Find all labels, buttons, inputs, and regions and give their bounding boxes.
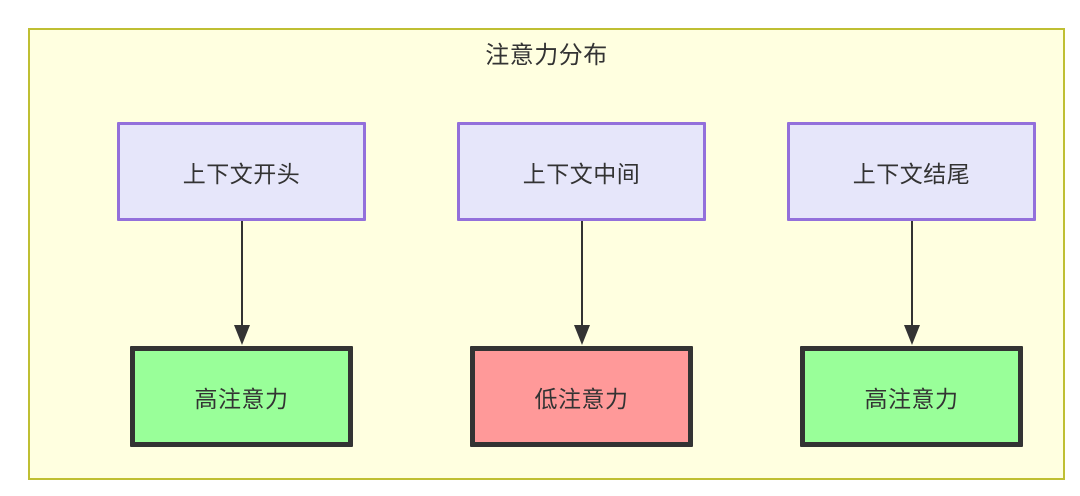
edge-end-to-high-attention [904,221,920,345]
subgraph-container: 注意力分布 上下文开头 上下文中间 上下文结尾 高注意力 低注意力 高注意力 [28,28,1065,480]
node-high-attention-start[interactable]: 高注意力 [130,346,353,447]
edge-middle-to-low-attention [574,221,590,345]
node-context-end[interactable]: 上下文结尾 [787,122,1036,221]
node-context-middle[interactable]: 上下文中间 [457,122,706,221]
node-low-attention-middle[interactable]: 低注意力 [470,346,693,447]
edge-start-to-high-attention [234,221,250,345]
node-context-start[interactable]: 上下文开头 [117,122,366,221]
subgraph-title: 注意力分布 [485,42,608,69]
node-high-attention-end[interactable]: 高注意力 [800,346,1023,447]
